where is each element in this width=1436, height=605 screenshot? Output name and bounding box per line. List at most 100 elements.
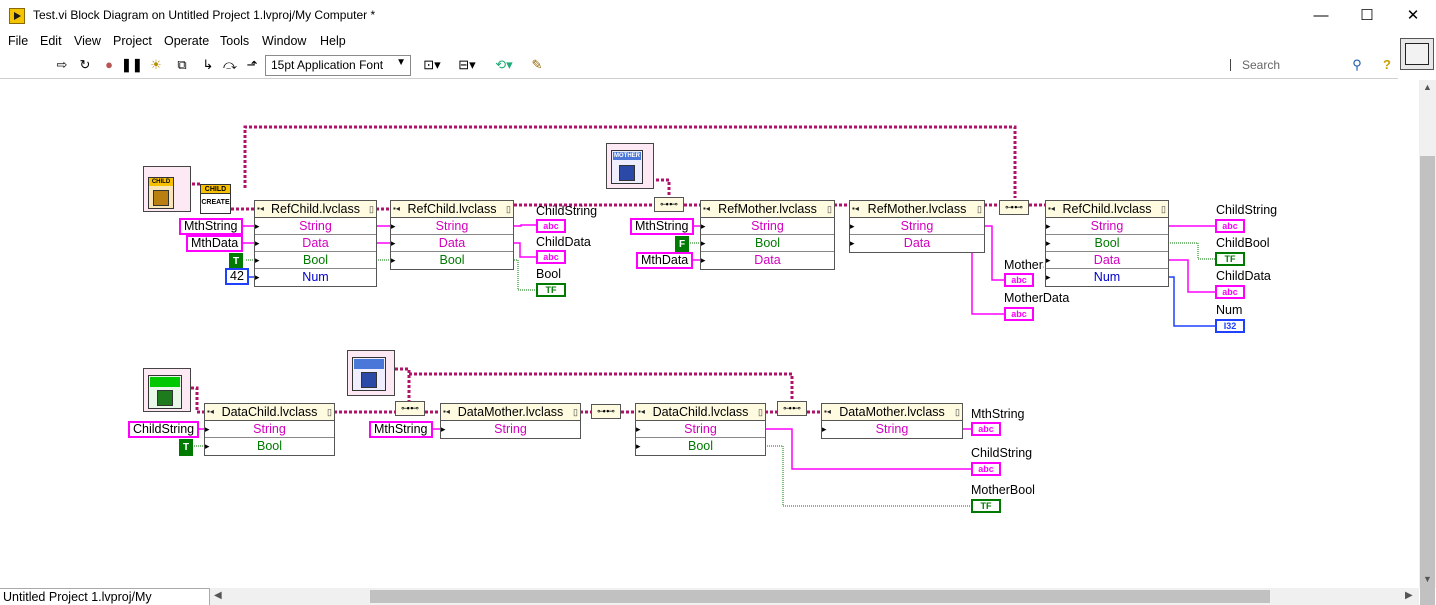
search-input[interactable]: Search: [1230, 56, 1370, 75]
datamother-class-constant[interactable]: [347, 350, 395, 396]
chevron-down-icon: ▼: [396, 57, 406, 68]
reorder-icon[interactable]: ⟲▾: [495, 57, 513, 72]
distribute-icon[interactable]: ⊟▾: [458, 57, 476, 72]
datachild-node-2[interactable]: DataChild.lvclass String Bool: [635, 403, 766, 456]
pause-icon[interactable]: ❚❚: [121, 57, 143, 72]
string-indicator[interactable]: abc: [971, 422, 1001, 436]
run-continuously-icon[interactable]: ↻: [79, 57, 91, 72]
cube-icon: [361, 372, 377, 388]
preserve-runtime-class-node[interactable]: ⊶⊷: [777, 401, 807, 416]
cleanup-icon[interactable]: ✎: [531, 57, 543, 72]
wire-layer: [191, 125, 1215, 507]
search-icon[interactable]: ⚲: [1352, 57, 1362, 72]
menu-window[interactable]: Window: [262, 34, 307, 48]
vi-icon[interactable]: [1400, 38, 1434, 70]
node-title: DataMother.lvclass: [822, 404, 962, 421]
maximize-button[interactable]: ☐: [1360, 7, 1374, 24]
datamother-node-2[interactable]: DataMother.lvclass String: [821, 403, 963, 439]
refchild-node-1[interactable]: RefChild.lvclass String Data Bool Num: [254, 200, 377, 287]
node-row: Data: [1046, 252, 1168, 269]
node-row: Bool: [391, 252, 513, 269]
step-over-icon[interactable]: ⤼: [223, 57, 237, 72]
datachild-class-constant[interactable]: [143, 368, 191, 412]
string-constant[interactable]: MthString: [369, 421, 433, 438]
bool-indicator[interactable]: TF: [971, 499, 1001, 513]
step-into-icon[interactable]: ↳: [202, 57, 214, 72]
menu-file[interactable]: File: [8, 34, 29, 48]
node-row: Num: [1046, 269, 1168, 286]
string-indicator[interactable]: abc: [1004, 273, 1034, 287]
create-child-node[interactable]: CHILD CREATE: [200, 184, 231, 214]
scroll-down-icon[interactable]: ▼: [1423, 574, 1432, 584]
scroll-up-icon[interactable]: ▲: [1423, 82, 1432, 92]
run-arrow-icon[interactable]: ⇨: [56, 57, 68, 72]
child-class-label: CHILD: [149, 178, 173, 186]
string-constant[interactable]: MthString: [630, 218, 694, 235]
refchild-node-2[interactable]: RefChild.lvclass String Data Bool: [390, 200, 514, 270]
scroll-left-icon[interactable]: ◀: [214, 590, 222, 601]
string-indicator[interactable]: abc: [971, 462, 1001, 476]
string-constant[interactable]: MthData: [636, 252, 694, 269]
datachild-node-1[interactable]: DataChild.lvclass String Bool: [204, 403, 335, 456]
string-indicator[interactable]: abc: [1215, 285, 1245, 299]
bool-indicator[interactable]: TF: [1215, 252, 1245, 266]
horizontal-scrollbar[interactable]: ◀ ▶: [210, 588, 1419, 605]
node-row: Bool: [701, 235, 834, 252]
refmother-node-1[interactable]: RefMother.lvclass String Bool Data: [700, 200, 835, 270]
preserve-runtime-class-node[interactable]: ⊶⊷: [999, 200, 1029, 215]
menu-project[interactable]: Project: [113, 34, 152, 48]
string-indicator[interactable]: abc: [536, 219, 566, 233]
numeric-constant[interactable]: 42: [225, 268, 249, 285]
align-icon[interactable]: ⊡▾: [423, 57, 441, 72]
vertical-scroll-thumb[interactable]: [1420, 156, 1435, 605]
font-select[interactable]: 15pt Application Font ▼: [265, 55, 411, 76]
node-title: DataChild.lvclass: [205, 404, 334, 421]
node-title: RefChild.lvclass: [391, 201, 513, 218]
string-indicator[interactable]: abc: [1215, 219, 1245, 233]
string-constant[interactable]: MthString: [179, 218, 243, 235]
vertical-scrollbar[interactable]: ▲ ▼: [1419, 80, 1436, 605]
bool-constant[interactable]: F: [675, 236, 689, 253]
toolbar: ⇨ ↻ ● ❚❚ ☀ ⧉ ↳ ⤼ ⬏ 15pt Application Font…: [0, 52, 1398, 79]
step-out-icon[interactable]: ⬏: [246, 57, 258, 72]
string-indicator[interactable]: abc: [1004, 307, 1034, 321]
node-title: DataMother.lvclass: [441, 404, 580, 421]
menu-operate[interactable]: Operate: [164, 34, 210, 48]
abort-icon[interactable]: ●: [105, 57, 113, 72]
node-title: RefChild.lvclass: [1046, 201, 1168, 218]
node-row: Data: [391, 235, 513, 252]
horizontal-scroll-thumb[interactable]: [370, 590, 1270, 603]
cube-icon: [153, 190, 169, 206]
highlight-execution-icon[interactable]: ☀: [150, 57, 162, 72]
retain-wire-values-icon[interactable]: ⧉: [177, 57, 187, 72]
refmother-node-2[interactable]: RefMother.lvclass String Data: [849, 200, 985, 253]
refchild-node-3[interactable]: RefChild.lvclass String Bool Data Num: [1045, 200, 1169, 287]
node-title: RefMother.lvclass: [850, 201, 984, 218]
bool-constant[interactable]: T: [179, 439, 193, 456]
datamother-node-1[interactable]: DataMother.lvclass String: [440, 403, 581, 439]
preserve-runtime-class-node[interactable]: ⊶⊷: [654, 197, 684, 212]
string-constant[interactable]: ChildString: [128, 421, 200, 438]
minimize-button[interactable]: —: [1313, 7, 1329, 24]
int-indicator[interactable]: I32: [1215, 319, 1245, 333]
preserve-runtime-class-node[interactable]: ⊶⊷: [591, 404, 621, 419]
help-icon[interactable]: ?: [1383, 57, 1391, 72]
menu-view[interactable]: View: [74, 34, 101, 48]
block-diagram[interactable]: CHILD CHILD CREATE MOTHER RefChild.lvcla…: [0, 80, 1419, 588]
bool-indicator[interactable]: TF: [536, 283, 566, 297]
indicator-label: ChildBool: [1216, 236, 1270, 250]
node-row: Data: [701, 252, 834, 269]
scroll-right-icon[interactable]: ▶: [1405, 590, 1413, 601]
mother-class-constant[interactable]: MOTHER: [606, 143, 654, 189]
string-constant[interactable]: MthData: [186, 235, 244, 252]
menu-tools[interactable]: Tools: [220, 34, 250, 48]
status-bar-context: Untitled Project 1.lvproj/My Computer: [0, 588, 210, 605]
preserve-runtime-class-node[interactable]: ⊶⊷: [395, 401, 425, 416]
node-row: String: [391, 218, 513, 235]
close-button[interactable]: ✕: [1406, 7, 1420, 24]
string-indicator[interactable]: abc: [536, 250, 566, 264]
child-class-constant[interactable]: CHILD: [143, 166, 191, 212]
indicator-label: ChildData: [1216, 269, 1271, 283]
menu-help[interactable]: Help: [320, 34, 346, 48]
menu-edit[interactable]: Edit: [40, 34, 62, 48]
